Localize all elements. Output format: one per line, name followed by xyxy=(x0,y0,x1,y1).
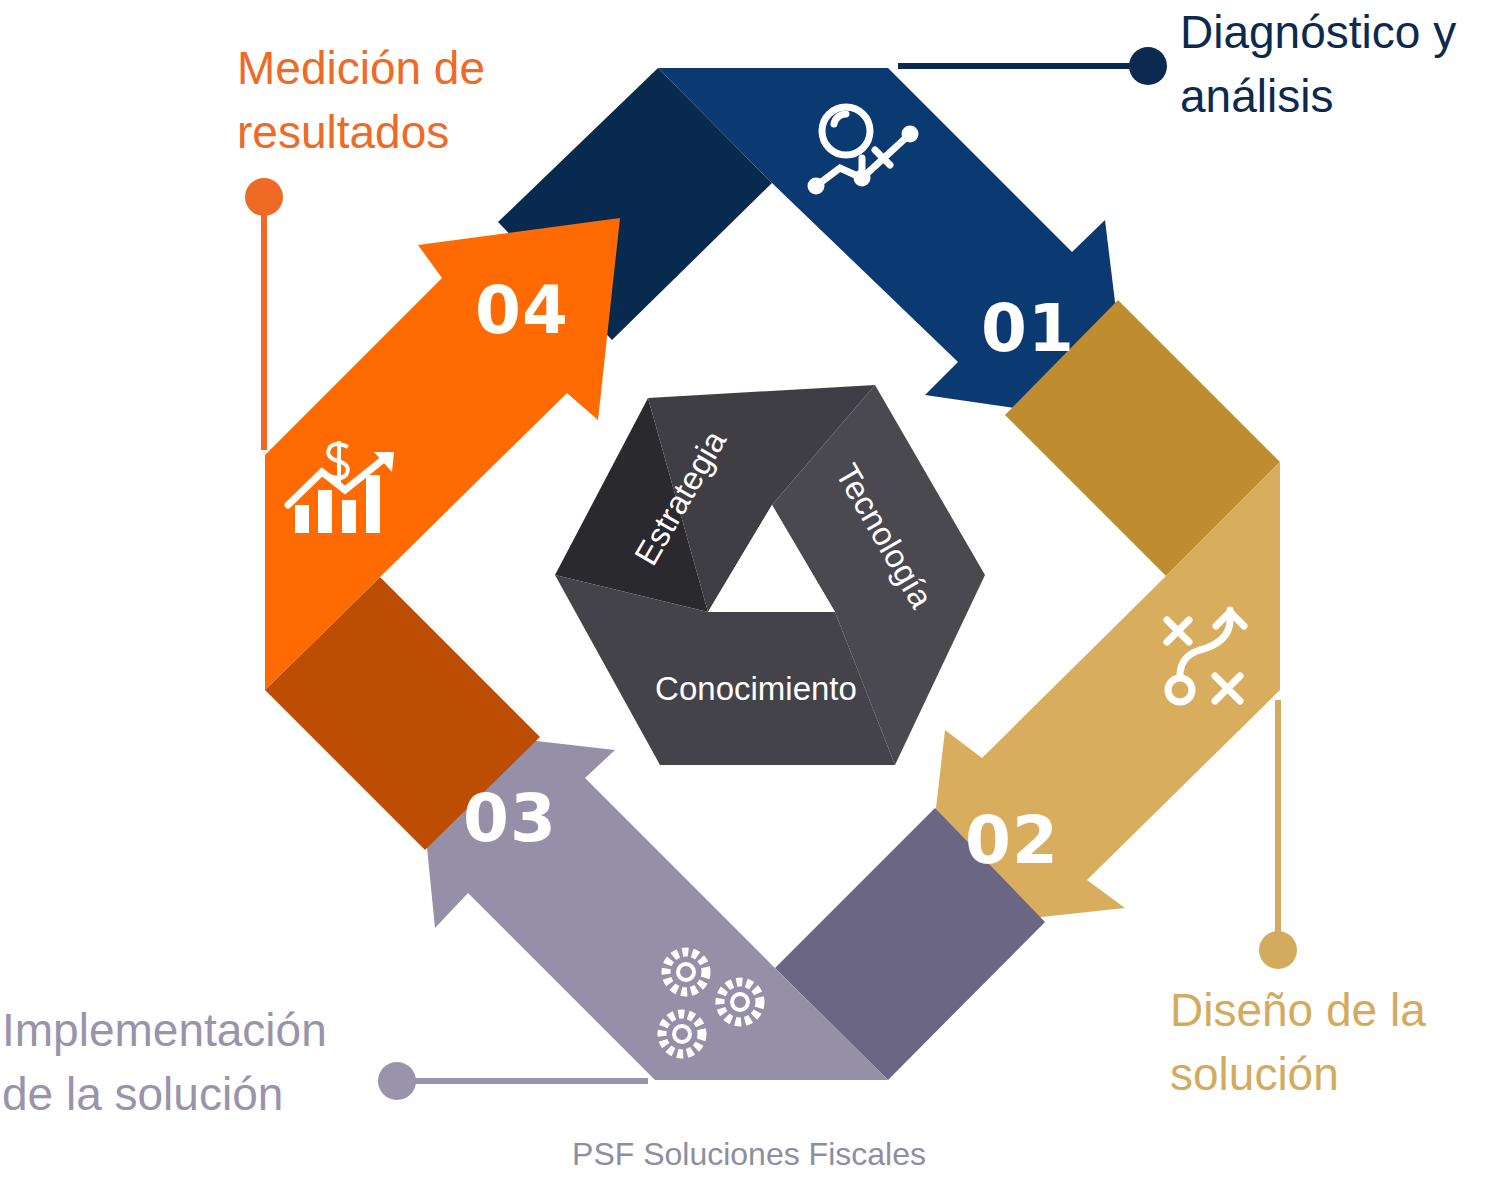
arrow-body xyxy=(265,218,620,690)
triangle-band: Conocimiento xyxy=(651,668,861,710)
process-arrow: 04Medición de resultados xyxy=(465,267,579,354)
step-number: 01 xyxy=(981,290,1075,367)
arrow-body xyxy=(415,727,888,1080)
center-triangle xyxy=(555,385,985,765)
step-number: 04 xyxy=(475,272,569,349)
gears-icon xyxy=(662,952,760,1054)
step-heading: Implementación de la solución xyxy=(2,998,382,1127)
band-label: Conocimiento xyxy=(655,670,857,708)
caption: PSF Soluciones Fiscales xyxy=(0,1136,1498,1173)
step-heading: Diseño de la solución xyxy=(1170,978,1490,1107)
process-arrow: 03Implementación de la solución xyxy=(453,775,567,862)
step-heading: Diagnóstico y análisis xyxy=(1180,0,1496,129)
step-number: 02 xyxy=(965,802,1059,879)
step-heading: Medición de resultados xyxy=(237,36,567,165)
leader-lines xyxy=(245,47,1297,1100)
analysis-icon xyxy=(811,107,915,191)
process-arrow: 01Diagnóstico y análisis xyxy=(971,285,1085,372)
step-number: 03 xyxy=(463,780,557,857)
arrow-body xyxy=(922,462,1280,930)
strategy-icon xyxy=(1167,610,1244,702)
process-arrow: 02Diseño de la solución xyxy=(955,797,1069,884)
growth-icon xyxy=(288,441,394,533)
